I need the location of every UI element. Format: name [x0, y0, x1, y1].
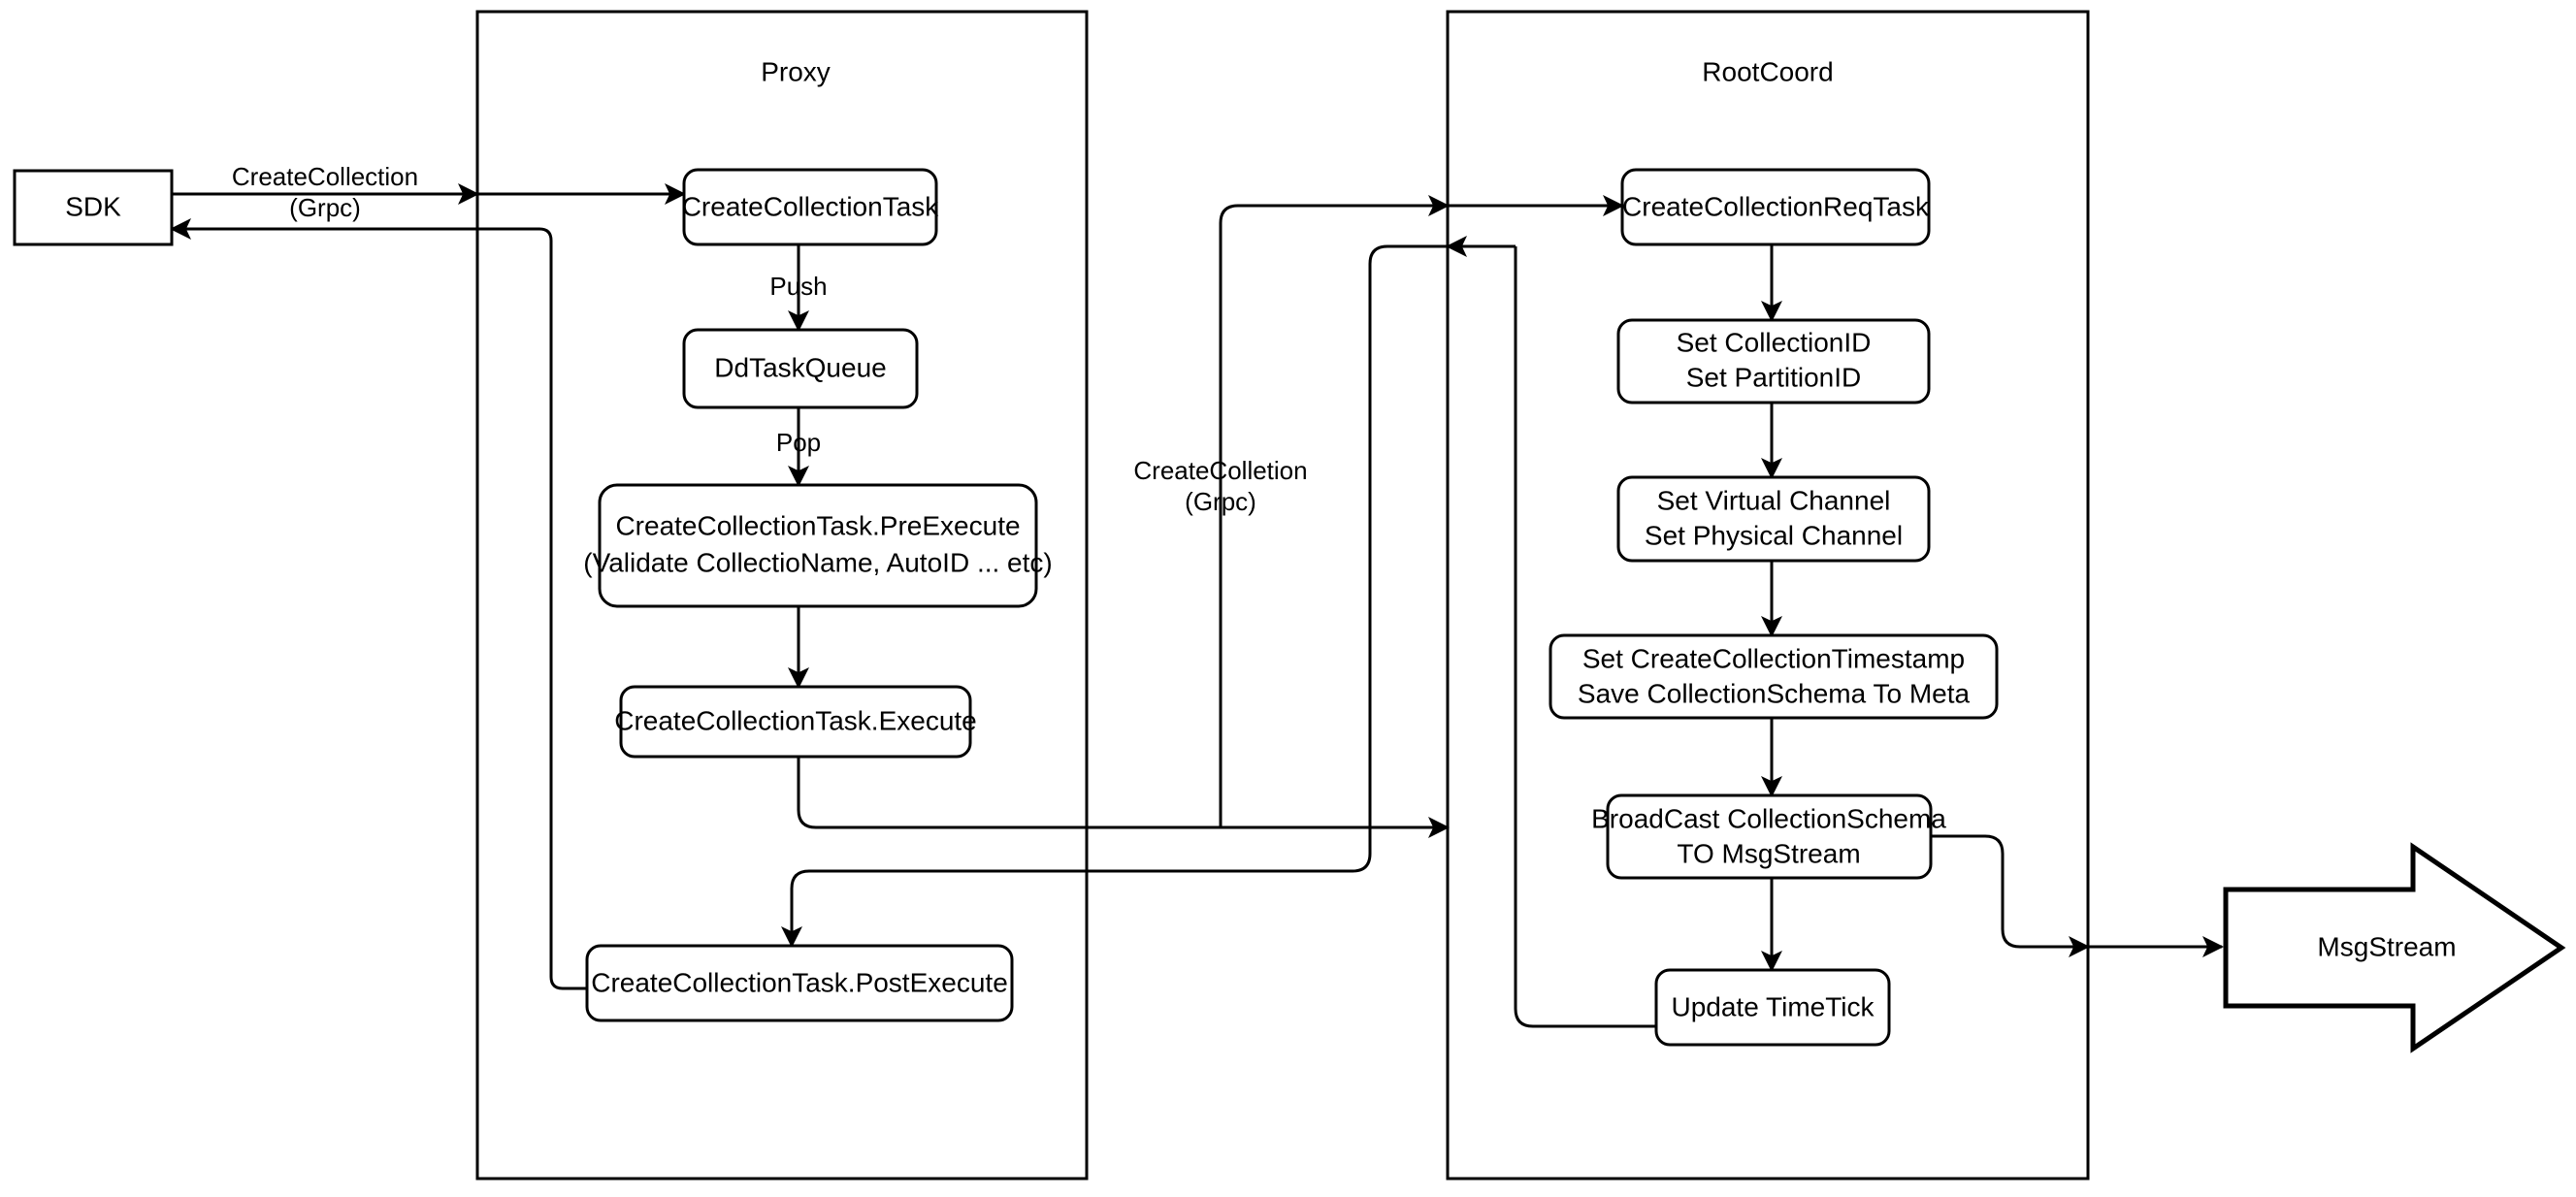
node-broadcast[interactable]: BroadCast CollectionSchema TO MsgStream	[1591, 793, 1946, 880]
edge-label-proxy-to-rootcoord-line1: CreateColletion	[1133, 456, 1307, 485]
node-post-execute[interactable]: CreateCollectionTask.PostExecute	[585, 944, 1014, 1022]
execute-box[interactable]	[619, 685, 972, 759]
node-set-channels[interactable]: Set Virtual Channel Set Physical Channel	[1616, 475, 1931, 563]
edge-label-sdk-to-proxy: CreateCollection (Grpc)	[232, 162, 418, 222]
post-execute-label: CreateCollectionTask.PostExecute	[591, 967, 1008, 997]
pre-execute-label-line2: (Validate CollectioName, AutoID ... etc)	[583, 547, 1052, 577]
set-channels-label-line1: Set Virtual Channel	[1657, 485, 1891, 515]
pre-execute-label-line1: CreateCollectionTask.PreExecute	[615, 510, 1020, 540]
create-collection-task-label: CreateCollectionTask	[682, 191, 940, 221]
msgstream-block-arrow[interactable]	[2223, 842, 2566, 1053]
edge-label-proxy-to-rootcoord: CreateColletion (Grpc)	[1133, 456, 1307, 516]
edge-broadcast-to-msgstream	[1931, 834, 2090, 957]
edge-execute-to-rootcoord	[797, 757, 1450, 838]
node-update-timetick[interactable]: Update TimeTick	[1654, 968, 1891, 1047]
edge-grpc-request-path	[1219, 195, 1450, 827]
set-channels-box[interactable]	[1616, 475, 1931, 563]
set-ids-box[interactable]	[1616, 318, 1931, 404]
node-pre-execute[interactable]: CreateCollectionTask.PreExecute (Validat…	[583, 483, 1053, 608]
node-create-collection-task[interactable]: CreateCollectionTask	[682, 168, 940, 246]
post-execute-box[interactable]	[585, 944, 1014, 1022]
edge-label-push: Push	[769, 272, 827, 301]
edge-label-pop: Pop	[776, 428, 821, 457]
create-collection-req-task-label: CreateCollectionReqTask	[1622, 191, 1930, 221]
update-timetick-label: Update TimeTick	[1671, 991, 1875, 1021]
sdk-label: SDK	[65, 191, 121, 221]
dd-task-queue-label: DdTaskQueue	[714, 352, 886, 382]
create-collection-req-task-box[interactable]	[1620, 168, 1931, 246]
broadcast-label-line1: BroadCast CollectionSchema	[1591, 803, 1946, 833]
set-timestamp-box[interactable]	[1549, 633, 1999, 720]
node-sdk[interactable]: SDK	[13, 169, 174, 246]
edge-post-execute-to-sdk-response	[170, 218, 587, 990]
update-timetick-box[interactable]	[1654, 968, 1891, 1047]
node-set-ids[interactable]: Set CollectionID Set PartitionID	[1616, 318, 1931, 404]
broadcast-box[interactable]	[1606, 793, 1933, 880]
edge-timetick-to-response	[1514, 246, 1656, 1028]
proxy-container-label: Proxy	[761, 56, 831, 86]
set-channels-label-line2: Set Physical Channel	[1645, 520, 1903, 550]
set-ids-label-line1: Set CollectionID	[1677, 327, 1872, 357]
edge-label-sdk-to-proxy-line1: CreateCollection	[232, 162, 418, 191]
msgstream-label: MsgStream	[2317, 931, 2456, 961]
dd-task-queue-box[interactable]	[682, 328, 919, 409]
node-dd-task-queue[interactable]: DdTaskQueue	[682, 328, 919, 409]
set-timestamp-label-line2: Save CollectionSchema To Meta	[1578, 678, 1971, 708]
set-timestamp-label-line1: Set CreateCollectionTimestamp	[1582, 643, 1965, 673]
node-create-collection-req-task[interactable]: CreateCollectionReqTask	[1620, 168, 1931, 246]
create-collection-task-box[interactable]	[682, 168, 938, 246]
edge-grpc-response-path	[1087, 244, 1448, 873]
rootcoord-container-label: RootCoord	[1702, 56, 1833, 86]
set-ids-label-line2: Set PartitionID	[1686, 362, 1862, 392]
edge-label-sdk-to-proxy-line2: (Grpc)	[289, 193, 361, 222]
broadcast-label-line2: TO MsgStream	[1677, 838, 1860, 868]
pre-execute-box[interactable]	[598, 483, 1038, 608]
node-execute[interactable]: CreateCollectionTask.Execute	[614, 685, 977, 759]
node-set-timestamp[interactable]: Set CreateCollectionTimestamp Save Colle…	[1549, 633, 1999, 720]
edge-label-proxy-to-rootcoord-line2: (Grpc)	[1185, 487, 1256, 516]
node-msgstream[interactable]: MsgStream	[2223, 842, 2566, 1053]
sdk-box[interactable]	[13, 169, 174, 246]
execute-label: CreateCollectionTask.Execute	[614, 705, 977, 735]
edge-rootcoord-response-to-post-execute	[781, 869, 1087, 948]
